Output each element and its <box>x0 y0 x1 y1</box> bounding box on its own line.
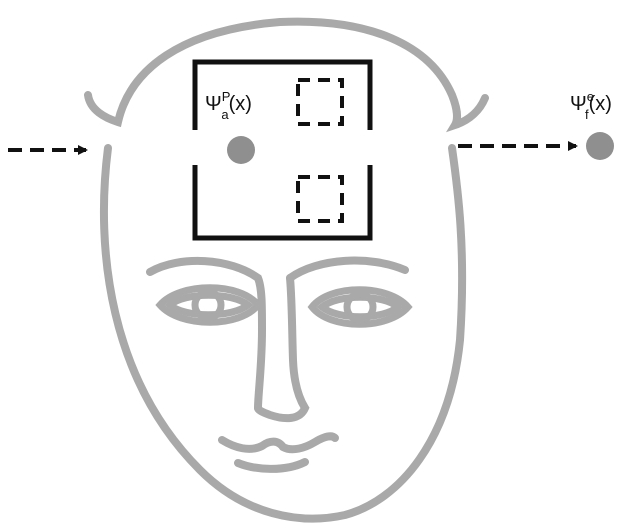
dashed-square-top <box>298 80 342 124</box>
outer-particle-dot <box>586 132 614 160</box>
upper-lip <box>222 436 335 449</box>
left-eyebrow <box>150 261 262 408</box>
right-eyebrow <box>290 261 405 278</box>
hair-arc <box>88 22 485 125</box>
lower-lip <box>238 462 305 469</box>
left-eye <box>160 288 258 323</box>
dashed-square-bottom <box>298 177 342 221</box>
right-eye <box>312 290 408 325</box>
inner-particle-dot <box>227 136 255 164</box>
head-outline <box>104 148 462 519</box>
